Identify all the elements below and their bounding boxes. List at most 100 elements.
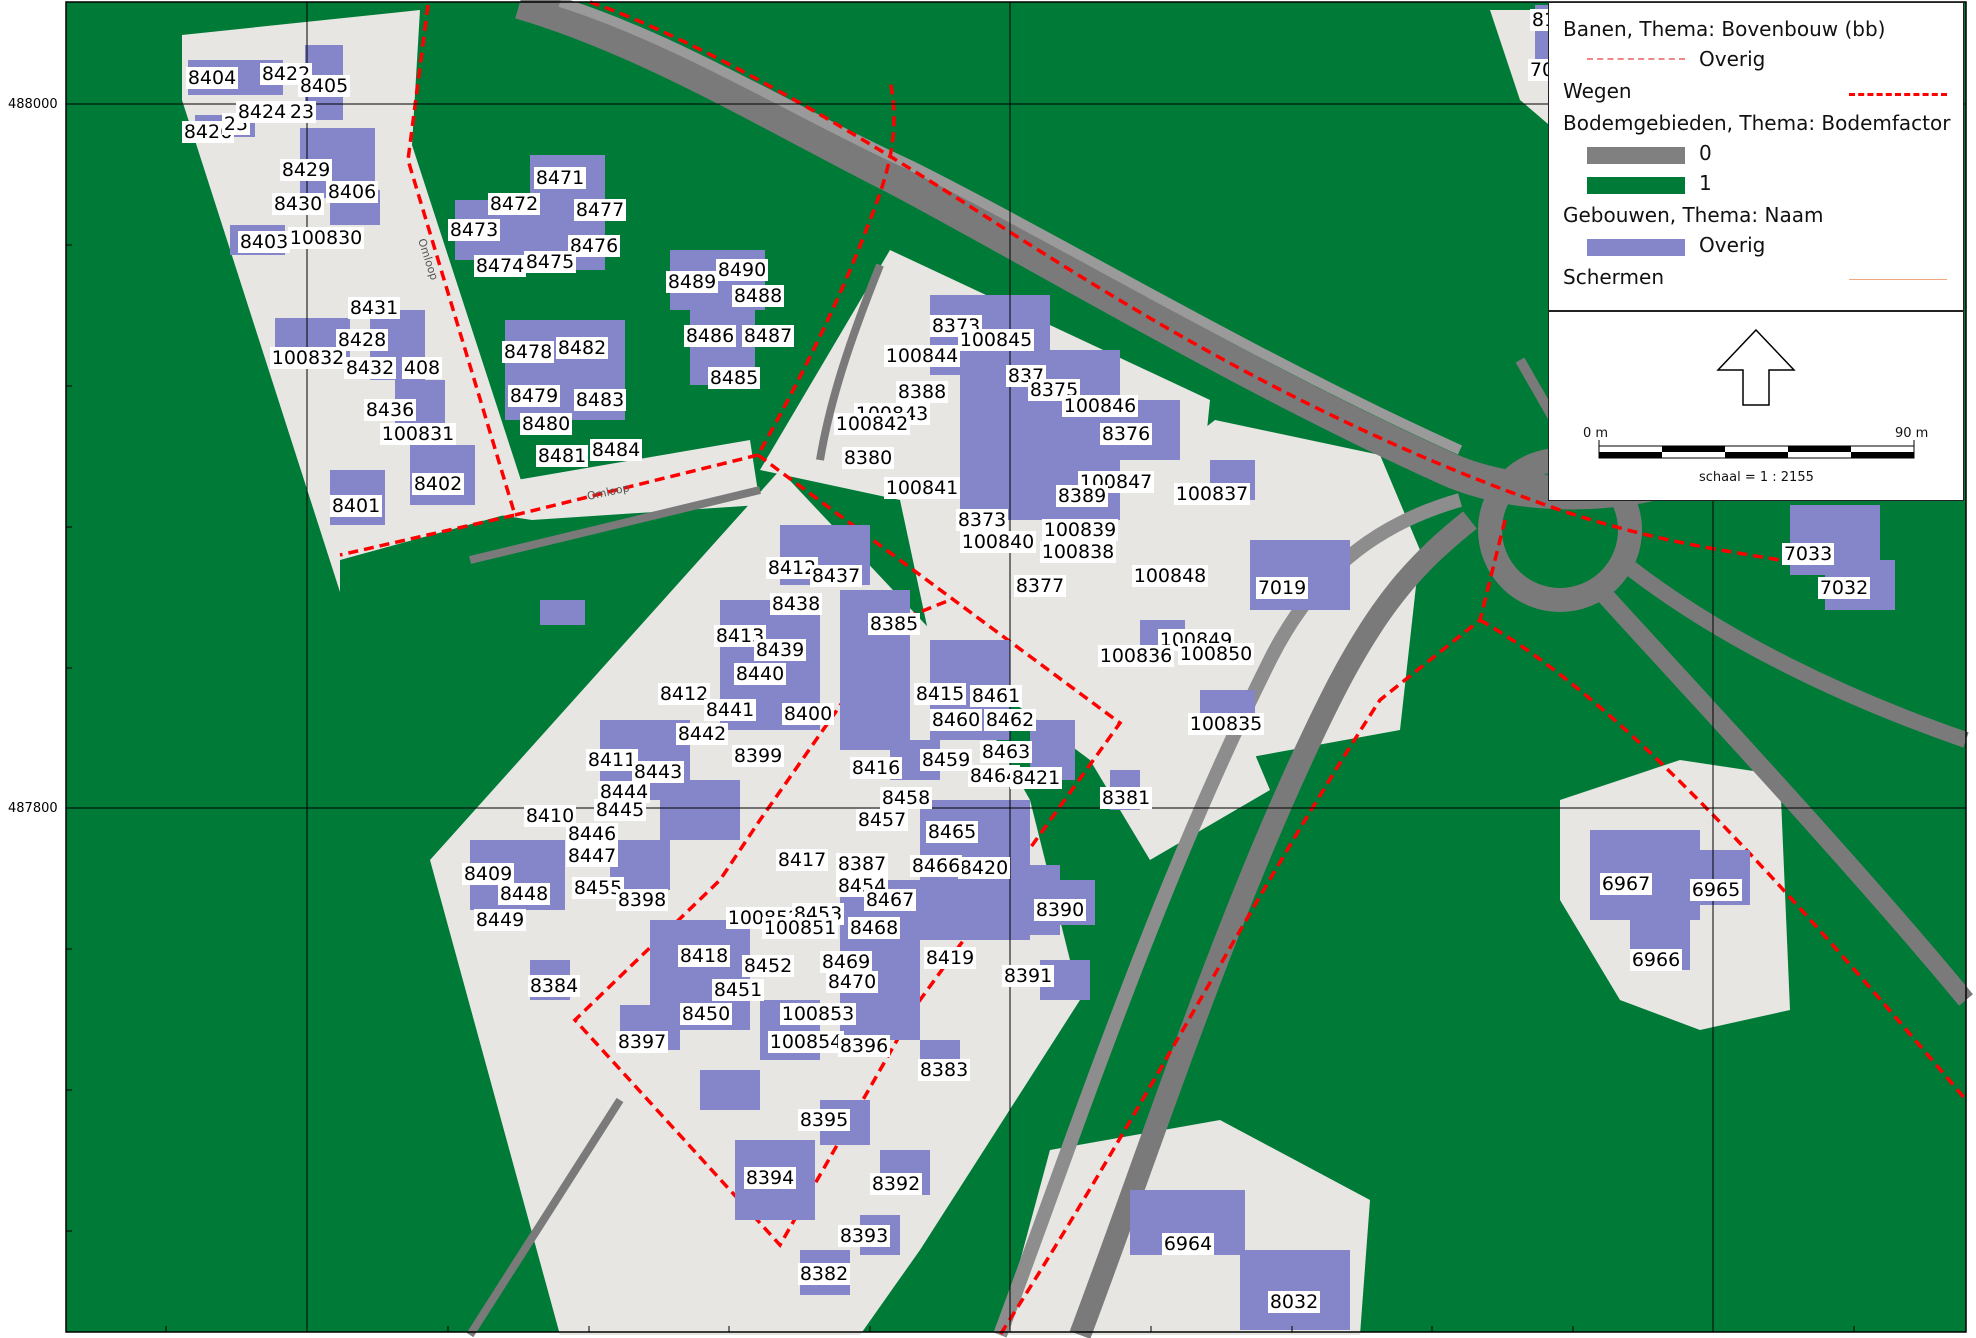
building-label: 8412 [768,557,816,579]
building-label-bg [1056,485,1108,507]
building-label-bg [1098,645,1174,667]
building-label-bg [1174,483,1250,505]
building-label-bg [868,613,920,635]
building-label: 8436 [366,399,414,421]
building-label-bg [556,337,608,359]
building-label-bg [528,975,580,997]
building-label: 7033 [1784,543,1832,565]
building-label-bg [880,787,932,809]
building-label-bg [1062,395,1138,417]
building-label: 8387 [838,853,886,875]
building-label: 8419 [926,947,974,969]
building-label-bg [754,639,806,661]
legend-buildings-item: Overig [1699,233,1766,257]
building-label: 8382 [800,1263,848,1285]
building-label-bg [970,685,1022,707]
building-label: 8442 [678,723,726,745]
building-label: 8397 [618,1031,666,1053]
building-label-bg [508,385,560,407]
building-label-bg [884,345,960,367]
building-label: 8462 [986,709,1034,731]
building-label-bg [956,509,1008,531]
building-label: 8420 [960,857,1008,879]
legend-soil-title: Bodemgebieden, Thema: Bodemfactor [1563,111,1951,135]
building-label: 100831 [382,423,455,445]
building-label: 8487 [744,325,792,347]
building-label-bg [412,473,464,495]
scale-text: schaal = 1 : 2155 [1699,470,1814,485]
building-label: 8417 [778,849,826,871]
building-label: 8412 [660,683,708,705]
building-label: 100841 [886,477,959,499]
building-label: 100848 [1134,565,1207,587]
building-label: 8461 [972,685,1020,707]
building-label: 8390 [1036,899,1084,921]
building-label-bg [856,809,908,831]
building-label: 8404 [188,67,236,89]
scalebar [1598,440,1915,459]
building-label-bg [534,167,586,189]
building-label-bg [616,1031,668,1053]
building-label-bg [732,285,784,307]
building-label: 8444 [600,781,648,803]
building-label-bg [566,845,618,867]
building-label-bg [1818,577,1870,599]
building-label-bg [1782,543,1834,565]
north-arrow-panel: 0 m 90 m schaal = 1 : 2155 [1548,311,1964,501]
building-label-bg [574,199,626,221]
building-label: 8447 [568,845,616,867]
building-label: 8409 [464,863,512,885]
building-label-bg [1034,899,1086,921]
building-label: 8385 [870,613,918,635]
building-label: 8466 [912,855,960,877]
building-label-bg [348,297,400,319]
building-label-bg [344,357,396,379]
building-label-bg [594,799,646,821]
building-label: 8457 [858,809,906,831]
building-label: 6967 [1602,873,1650,895]
building-label: 8490 [718,259,766,281]
building-label: 8458 [882,787,930,809]
building-label-bg [498,883,550,905]
building-label: 8394 [746,1167,794,1189]
building-label-bg [776,849,828,871]
building-label: 8479 [510,385,558,407]
building-label-bg [870,1173,922,1195]
building-label: 8381 [1102,787,1150,809]
building-label: 100854 [770,1031,843,1053]
building-label: 8400 [784,703,832,725]
building-label-bg [520,413,572,435]
building-label-bg [502,341,554,363]
building-label-bg [536,445,588,467]
building-label: 8484 [592,439,640,461]
building-label-bg [968,765,1020,787]
building-label-bg [914,683,966,705]
building-label-bg [918,1059,970,1081]
building-label: 8464 [970,765,1018,787]
building-label-bg [836,853,888,875]
building-label-bg [920,749,972,771]
building-label-bg [826,971,878,993]
building-label: 8377 [1016,575,1064,597]
building-label-bg [834,413,910,435]
building-label-bg [280,159,332,181]
building-label-bg [924,947,976,969]
building-label: 8418 [680,945,728,967]
building-label: 6964 [1164,1233,1212,1255]
building-label: 8380 [844,447,892,469]
legend-screens-symbol [1849,279,1947,280]
building-label: 8480 [522,413,570,435]
legend-buildings-title: Gebouwen, Thema: Naam [1563,203,1824,227]
building-label: 100837 [1176,483,1249,505]
building-label-bg [298,75,350,97]
building-label-bg [1002,965,1054,987]
building-label-bg [402,357,442,379]
building-label-bg [590,439,642,461]
building-label: 8384 [530,975,578,997]
building-label: 100832 [272,347,345,369]
building-label: 100839 [1044,519,1117,541]
building-label-bg [586,749,638,771]
building-label-bg [330,495,382,517]
building-label-bg [566,823,618,845]
building-label: 8485 [710,367,758,389]
